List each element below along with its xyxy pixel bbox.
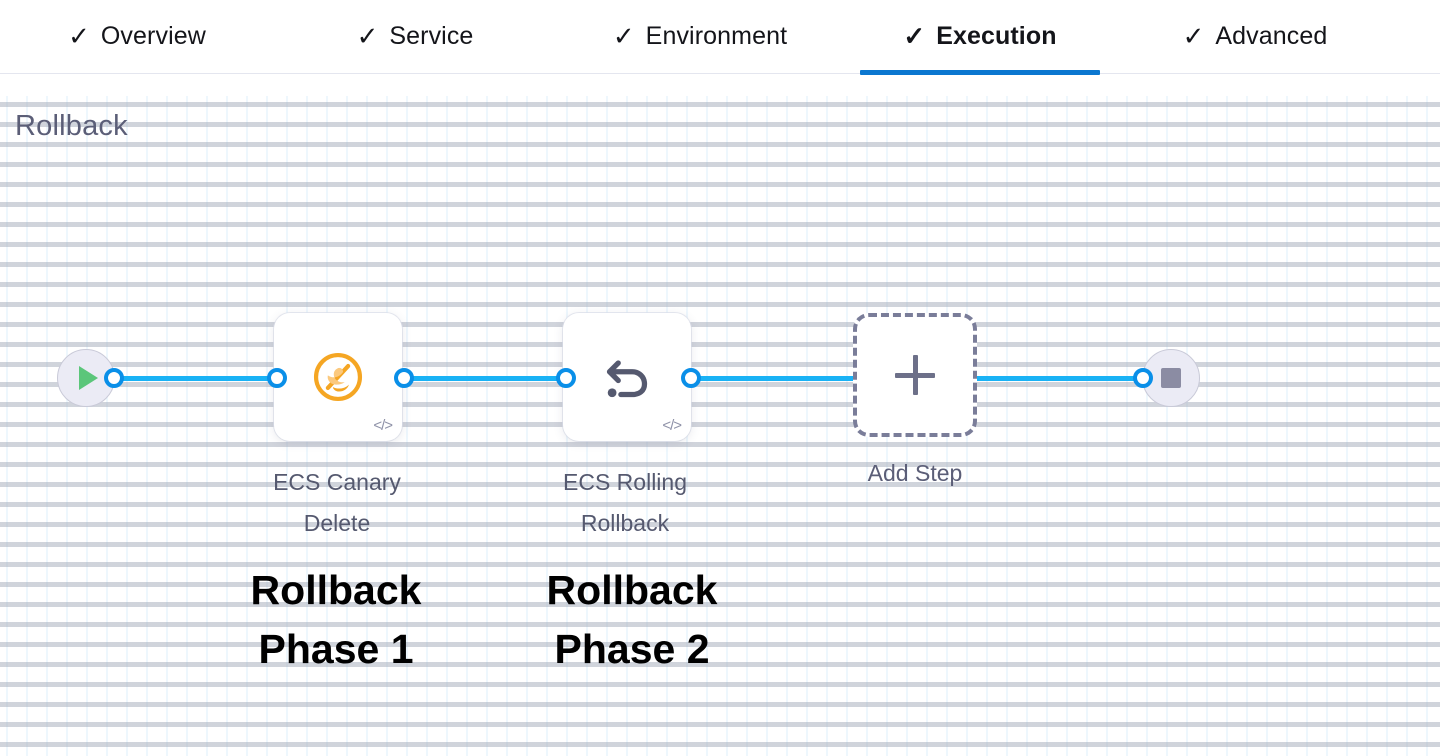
check-icon: ✓ (68, 20, 90, 51)
annotation-line2: Phase 1 (258, 626, 414, 673)
rollback-undo-icon (563, 313, 691, 441)
tab-overview-label: Overview (100, 22, 206, 50)
add-step-button[interactable] (853, 313, 977, 437)
annotation-rollback-phase-1: Rollback Phase 1 (196, 561, 476, 680)
step-label-line1: ECS Rolling (563, 469, 687, 495)
tab-advanced[interactable]: ✓ Advanced (1150, 0, 1360, 73)
stop-icon (1161, 368, 1181, 388)
code-view-icon[interactable]: </> (373, 417, 393, 434)
annotation-line2: Phase 2 (554, 626, 710, 673)
play-icon (79, 366, 98, 390)
step-label-ecs-rolling-rollback: ECS Rolling Rollback (510, 462, 740, 545)
tab-environment[interactable]: ✓ Environment (580, 0, 820, 73)
pipeline-graph: </> </> ECS Canary Delete (0, 74, 1440, 756)
connector-step1-to-step2 (400, 376, 572, 381)
connector-addstep-to-end (975, 376, 1147, 381)
step-label-line2: Delete (303, 510, 371, 537)
ecs-canary-delete-icon (274, 313, 402, 441)
connector-dot-end-in[interactable] (1133, 368, 1153, 388)
section-title-rollback: Rollback (15, 110, 128, 142)
stage-tab-bar: ✓ Overview ✓ Service ✓ Environment ✓ Exe… (0, 0, 1440, 75)
tab-service-label: Service (389, 22, 474, 50)
check-icon: ✓ (903, 20, 926, 51)
step-label-ecs-canary-delete: ECS Canary Delete (222, 462, 452, 545)
connector-step2-to-addstep (688, 376, 930, 381)
active-tab-underline (860, 70, 1100, 75)
annotation-rollback-phase-2: Rollback Phase 2 (492, 561, 772, 680)
step-node-ecs-canary-delete[interactable]: </> (274, 313, 402, 441)
step-node-ecs-rolling-rollback[interactable]: </> (563, 313, 691, 441)
code-view-icon[interactable]: </> (662, 417, 682, 434)
check-icon: ✓ (356, 20, 379, 51)
add-step-label[interactable]: Add Step (867, 460, 963, 486)
check-icon: ✓ (612, 20, 635, 51)
connector-start-to-step1 (110, 376, 285, 381)
tab-service[interactable]: ✓ Service (330, 0, 500, 73)
plus-icon-vertical (912, 355, 918, 395)
step-label-line2: Rollback (580, 510, 670, 537)
step-label-line1: ECS Canary (273, 469, 401, 495)
connector-dot-step1-out[interactable] (394, 368, 414, 388)
tab-overview[interactable]: ✓ Overview (42, 0, 232, 73)
tab-environment-label: Environment (645, 22, 788, 50)
pipeline-start-node[interactable] (57, 349, 115, 407)
tab-advanced-label: Advanced (1215, 22, 1328, 50)
canvas-top-mask (0, 74, 1440, 96)
connector-dot-step2-out[interactable] (681, 368, 701, 388)
check-icon: ✓ (1182, 20, 1205, 51)
tab-execution[interactable]: ✓ Execution (860, 0, 1100, 75)
pipeline-canvas[interactable] (0, 74, 1440, 756)
annotation-line1: Rollback (546, 567, 718, 613)
annotation-line1: Rollback (250, 567, 422, 613)
connector-dot-start-out[interactable] (104, 368, 124, 388)
tab-execution-label: Execution (936, 22, 1057, 50)
connector-dot-step2-in[interactable] (556, 368, 576, 388)
connector-dot-step1-in[interactable] (267, 368, 287, 388)
